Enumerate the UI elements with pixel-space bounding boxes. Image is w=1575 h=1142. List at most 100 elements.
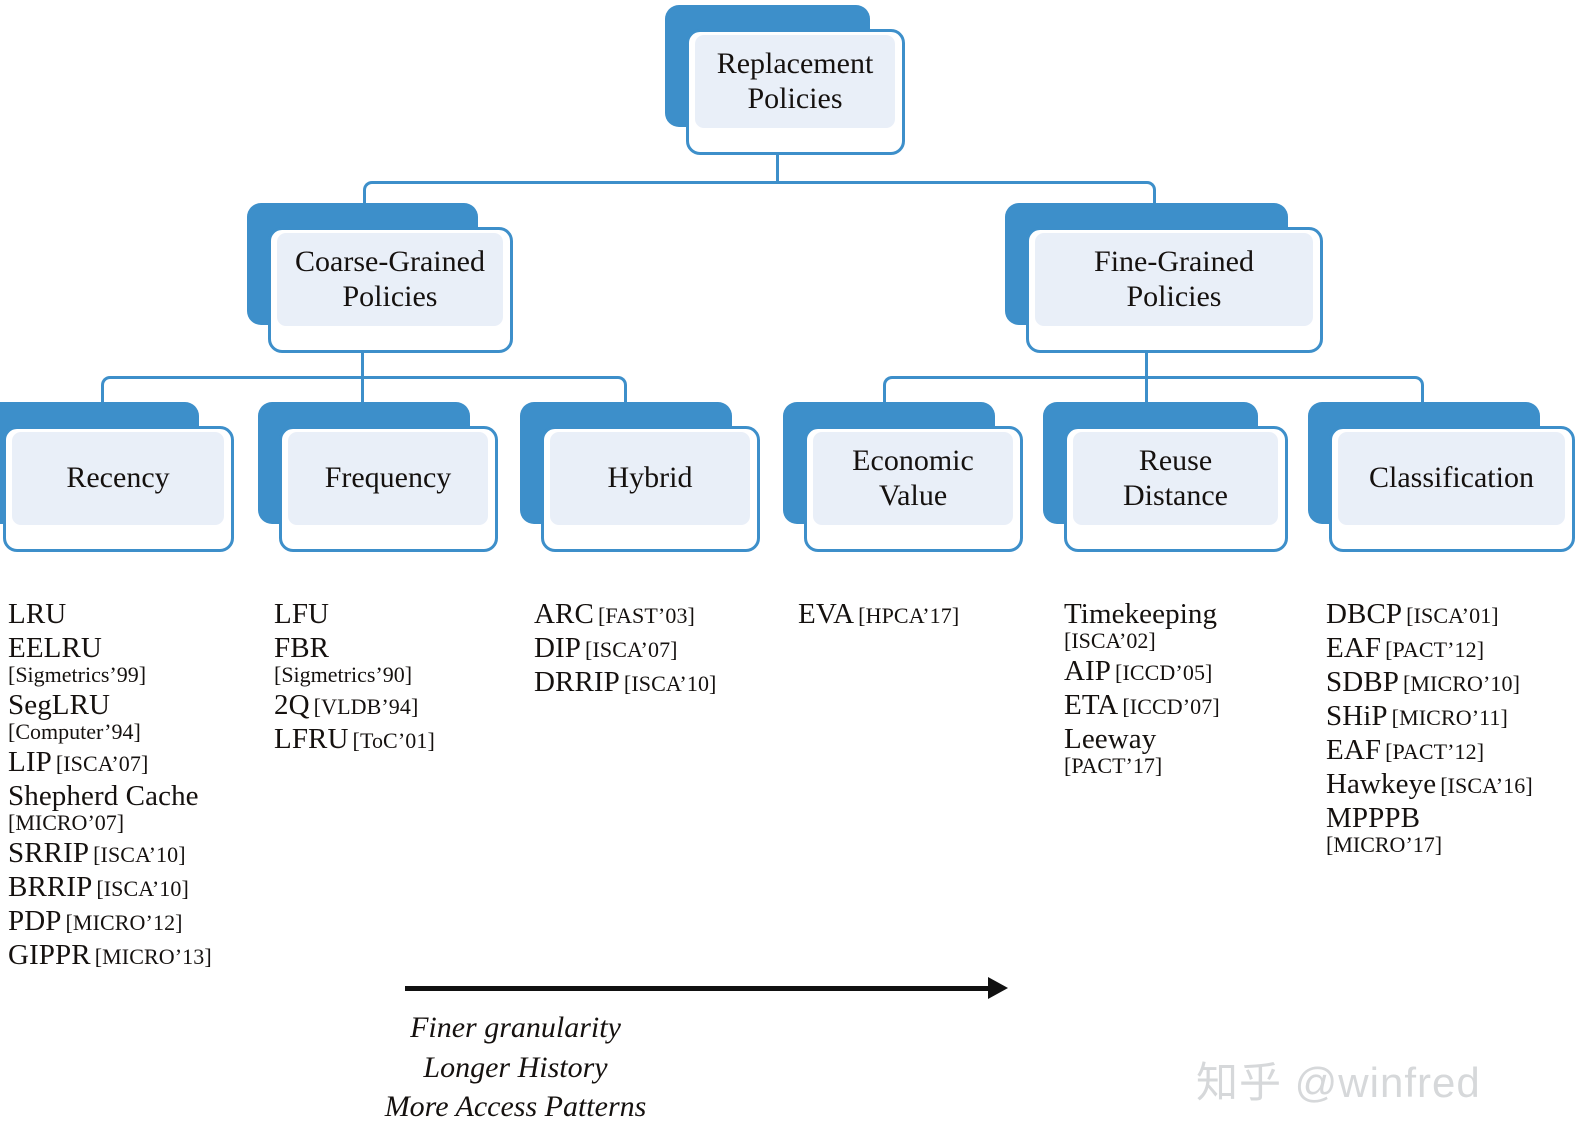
reference-column-economic-value: EVA [HPCA’17] — [798, 598, 1048, 632]
list-item: SDBP [MICRO’10] — [1326, 666, 1575, 699]
entry-venue: [ISCA’16] — [1440, 773, 1533, 798]
node-classification[interactable]: Classification — [1308, 402, 1575, 552]
entry-name: MPPPB — [1326, 802, 1421, 834]
reference-column-hybrid: ARC [FAST’03] DIP [ISCA’07] DRRIP [ISCA’… — [534, 598, 784, 700]
list-item: 2Q [VLDB’94] — [274, 689, 524, 722]
entry-venue: [HPCA’17] — [858, 603, 960, 628]
node-label: Classification — [1338, 432, 1565, 525]
entry-name: DBCP — [1326, 598, 1403, 630]
connector-root-stem — [776, 150, 779, 183]
reference-column-classification: DBCP [ISCA’01] EAF [PACT’12] SDBP [MICRO… — [1326, 598, 1575, 859]
entry-name: Shepherd Cache — [8, 780, 199, 812]
node-frequency[interactable]: Frequency — [258, 402, 498, 552]
entry-venue: [MICRO’13] — [94, 944, 212, 969]
list-item: LFU — [274, 598, 524, 631]
list-item: BRRIP [ISCA’10] — [8, 871, 258, 904]
entry-venue: [ISCA’07] — [585, 637, 678, 662]
node-reuse-distance[interactable]: Reuse Distance — [1043, 402, 1288, 552]
list-item: SHiP [MICRO’11] — [1326, 700, 1575, 733]
list-item: EAF [PACT’12] — [1326, 734, 1575, 767]
entry-name: SRRIP — [8, 837, 90, 869]
node-coarse-grained-policies[interactable]: Coarse-Grained Policies — [247, 203, 513, 353]
entry-name: EAF — [1326, 734, 1382, 766]
node-replacement-policies[interactable]: Replacement Policies — [665, 5, 905, 155]
entry-venue: [PACT’17] — [1064, 753, 1163, 778]
reference-column-frequency: LFU FBR[Sigmetrics’90] 2Q [VLDB’94] LFRU… — [274, 598, 524, 757]
entry-name: LIP — [8, 746, 52, 778]
entry-venue: [ISCA’10] — [96, 876, 189, 901]
entry-venue: [ISCA’02] — [1064, 628, 1156, 653]
caption-line-3: More Access Patterns — [384, 1090, 647, 1124]
entry-venue: [Sigmetrics’99] — [8, 662, 147, 687]
list-item: EAF [PACT’12] — [1326, 632, 1575, 665]
entry-name: EAF — [1326, 632, 1382, 664]
list-item: GIPPR [MICRO’13] — [8, 939, 258, 972]
granularity-caption: Finer granularity Longer History More Ac… — [0, 1008, 1303, 1127]
list-item: SegLRU[Computer’94] — [8, 689, 258, 745]
entry-venue: [FAST’03] — [597, 603, 695, 628]
entry-venue: [PACT’12] — [1385, 739, 1485, 764]
node-recency[interactable]: Recency — [0, 402, 234, 552]
list-item: EELRU[Sigmetrics’99] — [8, 632, 258, 688]
entry-name: FBR — [274, 632, 330, 664]
entry-name: ARC — [534, 598, 594, 630]
node-label-line1: Hybrid — [607, 461, 693, 495]
node-label-line2: Value — [878, 478, 948, 512]
entry-name: LFRU — [274, 723, 349, 755]
connector-root-bus — [372, 181, 1144, 184]
entry-venue: [MICRO’10] — [1402, 671, 1521, 696]
list-item: Hawkeye [ISCA’16] — [1326, 768, 1575, 801]
entry-name: AIP — [1064, 655, 1112, 687]
entry-venue: [ToC’01] — [352, 728, 435, 753]
connector-fine-mid-drop — [1145, 376, 1148, 404]
node-label-line1: Coarse-Grained — [295, 245, 485, 279]
entry-venue: [MICRO’07] — [8, 810, 125, 835]
entry-venue: [ISCA’10] — [623, 671, 717, 696]
entry-venue: [MICRO’12] — [65, 910, 183, 935]
node-label: Reuse Distance — [1073, 432, 1278, 525]
entry-venue: [ISCA’07] — [55, 751, 149, 776]
node-label: Recency — [12, 432, 224, 525]
list-item: Leeway[PACT’17] — [1064, 723, 1314, 779]
reference-column-recency: LRU EELRU[Sigmetrics’99] SegLRU[Computer… — [8, 598, 258, 973]
connector-fine-bus — [892, 376, 1412, 379]
entry-name: SegLRU — [8, 689, 111, 721]
list-item: DIP [ISCA’07] — [534, 632, 784, 665]
node-label: Economic Value — [813, 432, 1013, 525]
node-fine-grained-policies[interactable]: Fine-Grained Policies — [1005, 203, 1323, 353]
list-item: DBCP [ISCA’01] — [1326, 598, 1575, 631]
node-label: Hybrid — [550, 432, 750, 525]
list-item: PDP [MICRO’12] — [8, 905, 258, 938]
entry-venue: [Sigmetrics’90] — [274, 662, 413, 687]
list-item: MPPPB[MICRO’17] — [1326, 802, 1575, 858]
node-label-line1: Recency — [66, 461, 170, 495]
entry-venue: [Computer’94] — [8, 719, 141, 744]
node-label-line2: Policies — [747, 81, 843, 115]
node-label: Coarse-Grained Policies — [277, 233, 503, 326]
entry-name: Timekeeping — [1064, 598, 1218, 630]
node-label-line2: Distance — [1123, 478, 1228, 512]
list-item: ETA [ICCD’07] — [1064, 689, 1314, 722]
list-item: LIP [ISCA’07] — [8, 746, 258, 779]
list-item: DRRIP [ISCA’10] — [534, 666, 784, 699]
entry-name: SHiP — [1326, 700, 1388, 732]
connector-root-right-corner — [1141, 181, 1156, 214]
entry-venue: [MICRO’11] — [1391, 705, 1508, 730]
node-label: Fine-Grained Policies — [1035, 233, 1313, 326]
node-label: Frequency — [288, 432, 488, 525]
entry-venue: [ISCA’01] — [1406, 603, 1499, 628]
entry-name: SDBP — [1326, 666, 1399, 698]
entry-venue: [PACT’12] — [1385, 637, 1485, 662]
node-hybrid[interactable]: Hybrid — [520, 402, 760, 552]
granularity-arrow-head — [988, 977, 1008, 999]
node-label-line1: Frequency — [324, 461, 452, 495]
connector-coarse-right-corner — [612, 376, 627, 407]
node-economic-value[interactable]: Economic Value — [783, 402, 1023, 552]
list-item: ARC [FAST’03] — [534, 598, 784, 631]
connector-fine-left-corner — [883, 376, 898, 407]
caption-line-2: Longer History — [423, 1050, 608, 1084]
entry-venue: [MICRO’17] — [1326, 832, 1443, 857]
list-item: SRRIP [ISCA’10] — [8, 837, 258, 870]
entry-name: BRRIP — [8, 871, 93, 903]
